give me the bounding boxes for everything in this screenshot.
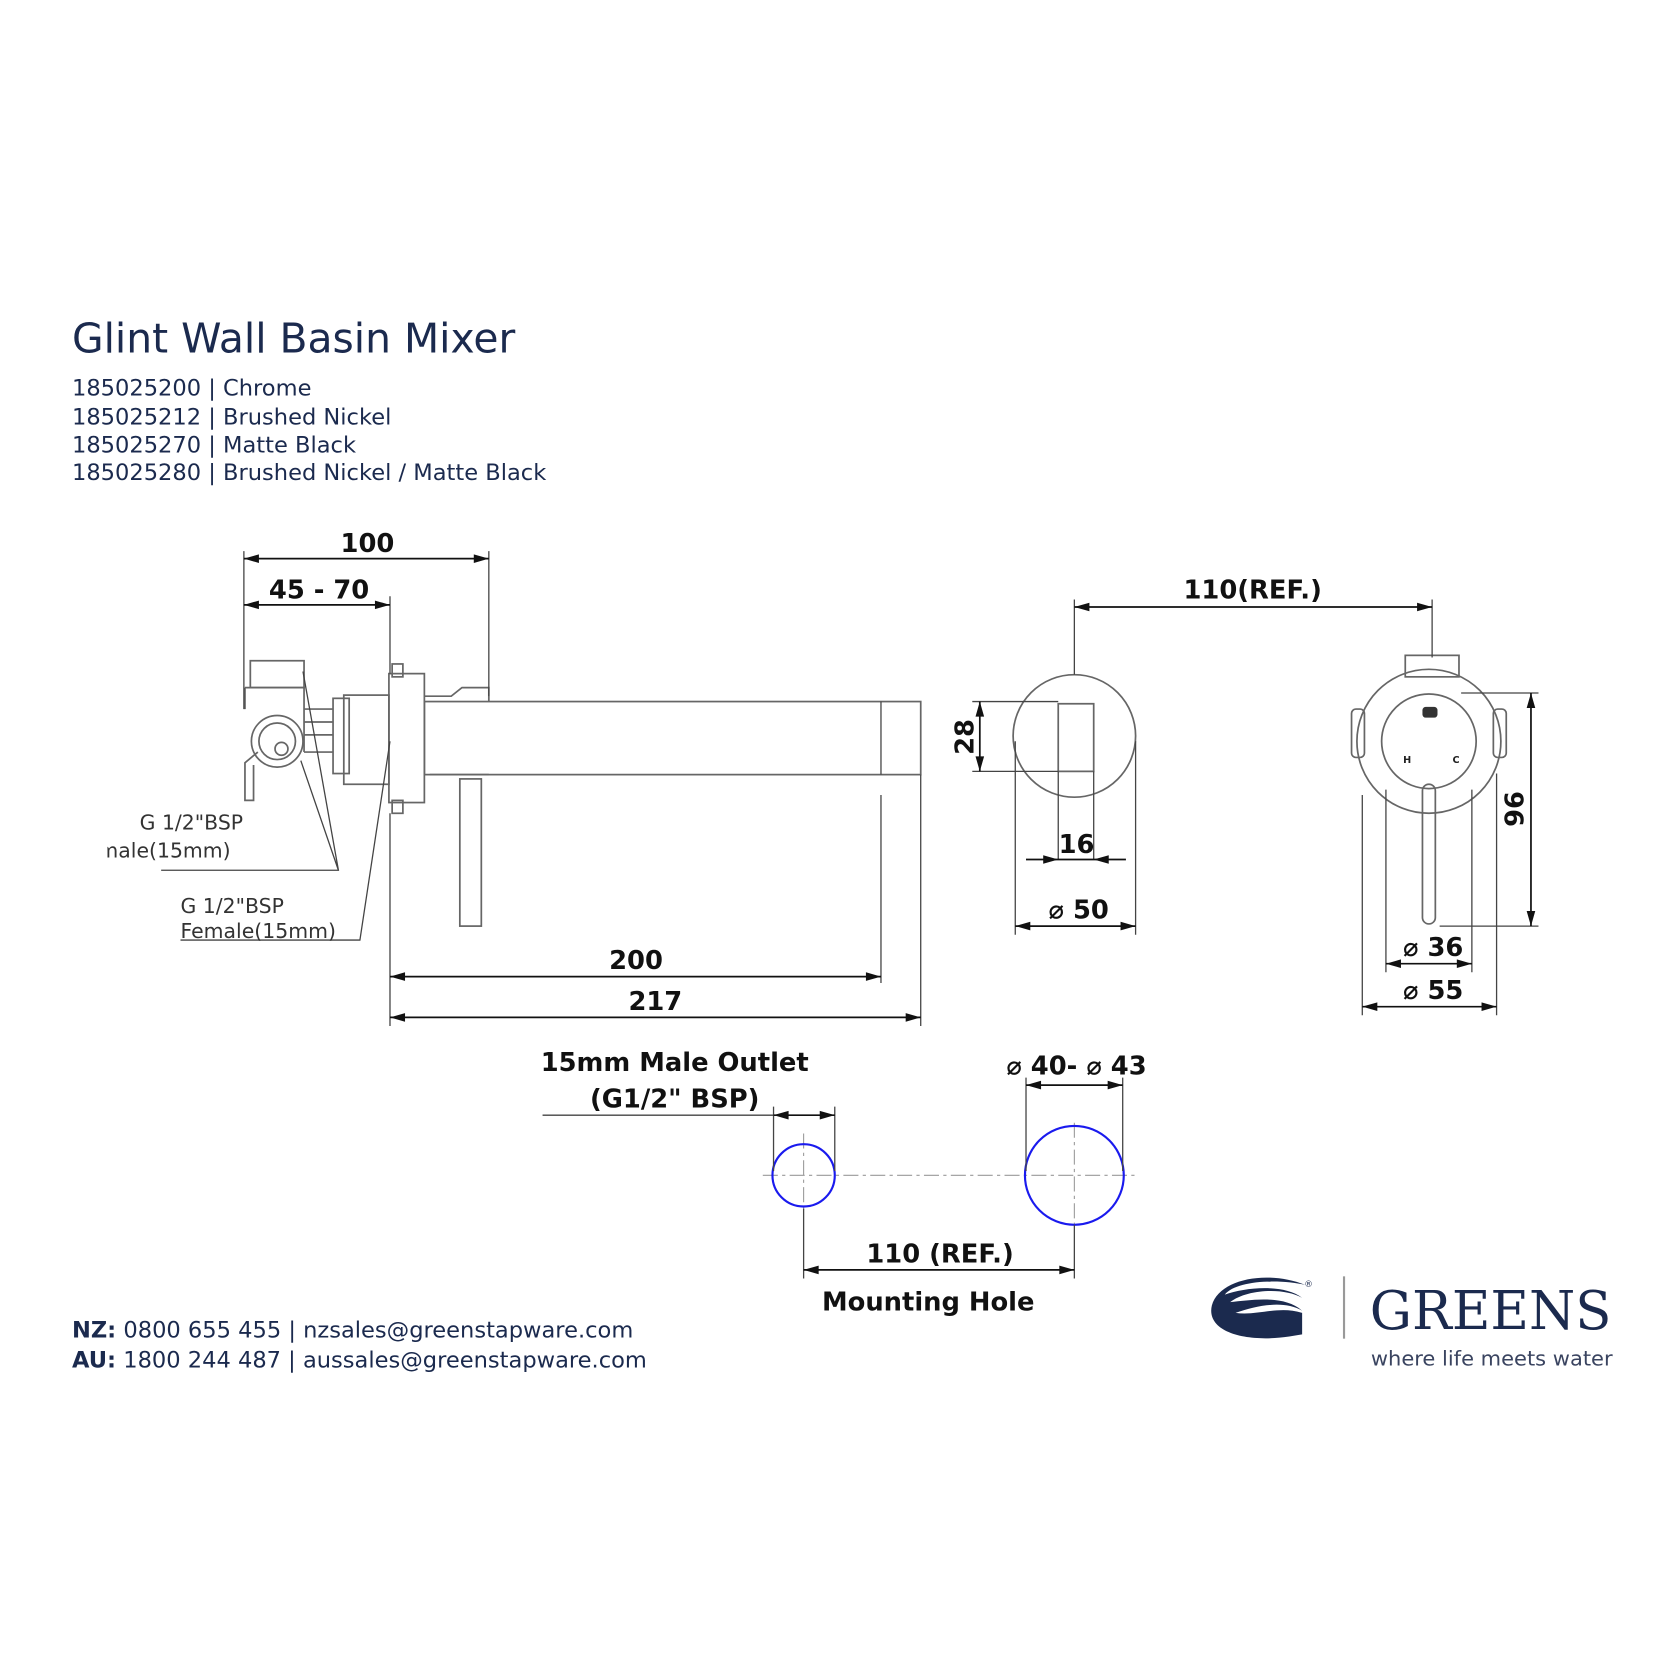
registered-mark: ® — [1304, 1280, 1313, 1290]
greens-g-emblem-icon: ® — [1211, 1277, 1313, 1339]
logo-divider — [1342, 1276, 1346, 1339]
brand-name: GREENS — [1370, 1279, 1612, 1342]
spout-front-view — [1012, 673, 1137, 799]
front-view-dimensions: 110(REF.) 28 16 ⌀ 50 96 ⌀ 36 ⌀ 55 — [950, 575, 1539, 1016]
dim-diameter-36: ⌀ 36 — [1403, 933, 1463, 963]
handle-c-label: C — [1453, 755, 1460, 766]
dim-217: 217 — [628, 987, 682, 1017]
side-view-dimensions: 100 45 - 70 200 217 G 1/2"BSP Female(15m… — [75, 529, 922, 1027]
dim-hole-diameter: ⌀ 40- ⌀ 43 — [1006, 1051, 1146, 1081]
mounting-hole-label: Mounting Hole — [822, 1288, 1035, 1318]
inlet-note-1-line1: G 1/2"BSP — [140, 810, 243, 834]
dim-110-ref-bottom: 110 (REF.) — [866, 1239, 1013, 1269]
variant-4: 185025280 | Brushed Nickel / Matte Black — [72, 460, 546, 486]
dim-diameter-55: ⌀ 55 — [1403, 976, 1463, 1006]
outlet-note-line2: (G1/2" BSP) — [590, 1085, 759, 1115]
handle-front-view: H C — [1350, 654, 1508, 925]
dim-45-70: 45 - 70 — [269, 575, 369, 605]
page-title: Glint Wall Basin Mixer — [72, 314, 516, 362]
dim-16: 16 — [1059, 830, 1095, 860]
handle-h-label: H — [1403, 755, 1411, 766]
dim-100: 100 — [341, 529, 395, 559]
inlet-note-1-line2: Female(15mm) — [75, 838, 230, 862]
contact-nz: NZ: 0800 655 455 | nzsales@greenstapware… — [72, 1318, 633, 1344]
dim-200: 200 — [609, 946, 663, 976]
contact-au: AU: 1800 244 487 | aussales@greenstapwar… — [72, 1348, 647, 1374]
mounting-hole-diagram: 15mm Male Outlet (G1/2" BSP) ⌀ 40- ⌀ 43 … — [541, 1048, 1147, 1318]
inlet-note-2-line1: G 1/2"BSP — [180, 894, 283, 918]
greens-logo: ® GREENS where life meets water — [1211, 1276, 1613, 1371]
dim-diameter-50: ⌀ 50 — [1048, 896, 1108, 926]
variant-3: 185025270 | Matte Black — [72, 432, 356, 458]
variant-2: 185025212 | Brushed Nickel — [72, 404, 391, 430]
inlet-note-2-line2: Female(15mm) — [180, 919, 335, 943]
outlet-hole — [771, 1143, 836, 1208]
brand-tagline: where life meets water — [1371, 1347, 1613, 1371]
outlet-note-line1: 15mm Male Outlet — [541, 1048, 809, 1078]
dim-110-ref-top: 110(REF.) — [1184, 575, 1322, 605]
variant-1: 185025200 | Chrome — [72, 375, 311, 401]
side-view-drawing — [244, 659, 922, 927]
dim-28: 28 — [950, 719, 980, 755]
dim-96: 96 — [1500, 791, 1530, 827]
